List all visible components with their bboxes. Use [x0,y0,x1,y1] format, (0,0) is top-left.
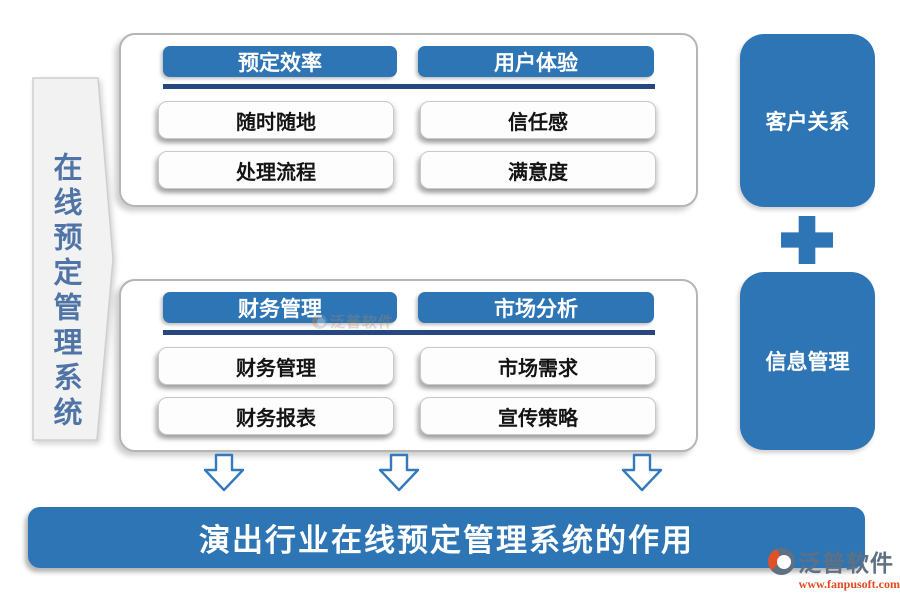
feature-item: 财务管理 [158,347,394,385]
system-vertical-title: 在线预定管理系统 [49,152,81,432]
column-header: 市场分析 [418,292,654,323]
header-underline [163,84,655,89]
feature-item: 随时随地 [158,101,394,139]
side-block-customer-relationship: 客户关系 [740,34,875,207]
feature-item: 信任感 [420,101,656,139]
watermark-logo-text: 泛普软件 [330,315,395,331]
feature-item: 财务报表 [158,397,394,435]
feature-item: 满意度 [420,151,656,189]
benefit-panel-top: 预定效率 用户体验 随时随地 处理流程 信任感 满意度 [119,33,698,207]
benefit-panel-bottom: 财务管理 市场分析 财务管理 财务报表 市场需求 宣传策略 [119,279,698,452]
column-header: 用户体验 [418,46,654,77]
plus-icon [781,216,833,264]
feature-item: 市场需求 [420,347,656,385]
vendor-logo-url: www.fanpusoft.com [798,577,900,591]
left-arrow-shape [32,77,114,441]
vendor-logo-icon [768,547,795,575]
down-arrow-icon [621,453,663,492]
column-header: 预定效率 [163,46,397,77]
watermark: 泛普软件 [312,311,394,332]
down-arrow-icon [203,453,245,492]
feature-item: 处理流程 [158,151,394,189]
bottom-banner: 演出行业在线预定管理系统的作用 [28,507,865,568]
vendor-logo-name: 泛普软件 [798,551,894,576]
header-underline [163,330,655,335]
watermark-logo-icon [312,314,327,329]
side-block-information-management: 信息管理 [740,272,875,450]
column-header: 财务管理 [163,292,397,323]
down-arrow-icon [378,453,420,492]
vendor-logo: 泛普软件 www.fanpusoft.com [768,544,900,592]
feature-item: 宣传策略 [420,397,656,435]
